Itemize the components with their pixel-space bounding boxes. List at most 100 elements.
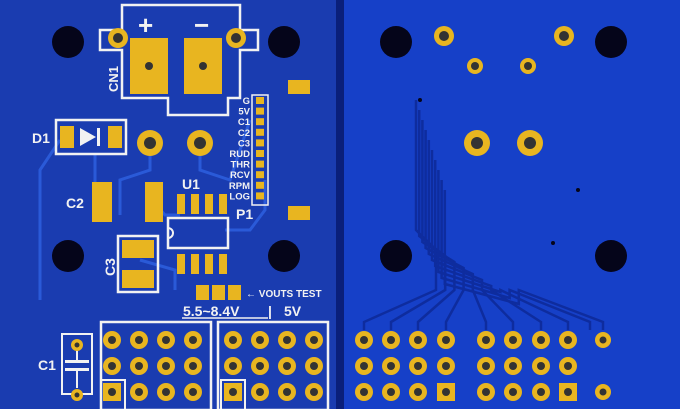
- header-pin-hole: [310, 388, 318, 396]
- ic-u1: [166, 194, 230, 274]
- diode-d1: [54, 118, 128, 156]
- p1-pin-label: RUD: [229, 149, 250, 160]
- d1-label: D1: [32, 130, 50, 146]
- back-pin-hole: [360, 362, 368, 370]
- voltage-5v-label: 5V: [284, 303, 302, 319]
- back-pin-hole: [537, 362, 545, 370]
- back-trace: [362, 100, 438, 330]
- p1-pad: [256, 107, 264, 115]
- p1-connector: [251, 94, 269, 206]
- header-pin-hole: [256, 388, 264, 396]
- back-pin-hole: [414, 388, 422, 396]
- p1-pad: [256, 160, 264, 168]
- p1-pads: [256, 97, 264, 200]
- back-pin-hole: [509, 336, 517, 344]
- p1-pad: [256, 139, 264, 147]
- header-pin-hole: [229, 336, 237, 344]
- header-pin-hole: [283, 362, 291, 370]
- cn1-label: CN1: [106, 66, 121, 92]
- p1-pad: [256, 192, 264, 200]
- back-traces: [362, 100, 605, 330]
- back-header-pins: [355, 331, 611, 401]
- back-pin-hole: [482, 362, 490, 370]
- back-pin-hole: [482, 336, 490, 344]
- back-pin-hole: [387, 388, 395, 396]
- header-pin-hole: [162, 388, 170, 396]
- pin1-marker-left: [100, 379, 126, 409]
- p1-pin-label: THR: [230, 160, 250, 171]
- back-pin-hole: [537, 388, 545, 396]
- p1-pad: [256, 181, 264, 189]
- back-pin-hole: [537, 336, 545, 344]
- header-pin-hole: [189, 336, 197, 344]
- c1-label: C1: [38, 357, 56, 373]
- back-pin-hole: [360, 336, 368, 344]
- capacitor-c3: [116, 234, 160, 294]
- header-pin-hole: [229, 388, 237, 396]
- back-pin-hole: [564, 336, 572, 344]
- p1-pin-label: LOG: [229, 191, 250, 202]
- header-pin-hole: [283, 336, 291, 344]
- back-pin-hole: [509, 388, 517, 396]
- voltage-divider: |: [268, 303, 272, 319]
- p1-pin-label: C2: [238, 128, 250, 139]
- c2-pad-left: [92, 182, 112, 222]
- c2-label: C2: [66, 195, 84, 211]
- back-pin-hole: [442, 336, 450, 344]
- back-pin-hole: [442, 362, 450, 370]
- p1-pin-label: 5V: [238, 107, 250, 118]
- front-header-pins: [100, 331, 323, 409]
- header-pin-hole: [189, 362, 197, 370]
- pin1-marker-right: [220, 379, 246, 409]
- p1-mount-pad-bottom: [288, 206, 310, 220]
- p1-pad: [256, 118, 264, 126]
- back-pin-hole: [360, 388, 368, 396]
- back-trace: [437, 170, 570, 330]
- p1-label: P1: [236, 206, 253, 222]
- p1-pin-label: G: [243, 96, 250, 107]
- header-pin-hole: [108, 362, 116, 370]
- header-pin-hole: [108, 336, 116, 344]
- header-pin-hole: [310, 336, 318, 344]
- back-trace: [443, 190, 605, 330]
- p1-pad: [256, 128, 264, 136]
- capacitor-c1: [61, 333, 93, 401]
- header-pin-hole: [310, 362, 318, 370]
- back-trace: [440, 180, 592, 330]
- header-box-left: [99, 320, 213, 409]
- back-vias: [418, 98, 580, 245]
- c2-pad-right: [145, 182, 163, 222]
- power-pins: [137, 130, 213, 156]
- header-pin-hole: [162, 362, 170, 370]
- p1-pad: [256, 97, 264, 104]
- header-pin-hole: [162, 336, 170, 344]
- back-pin-hole: [599, 336, 607, 344]
- header-pin-hole: [283, 388, 291, 396]
- p1-pad: [256, 150, 264, 157]
- cn1-plus-label: +: [138, 10, 153, 40]
- p1-pin-label: RCV: [230, 170, 251, 181]
- voltage-range-label: 5.5~8.4V: [183, 303, 240, 319]
- back-pin-hole: [442, 388, 450, 396]
- u1-label: U1: [182, 176, 200, 192]
- back-pin-hole: [599, 388, 607, 396]
- header-pin-hole: [135, 362, 143, 370]
- back-through-holes: [434, 26, 574, 156]
- p1-pin-label: C1: [238, 117, 251, 128]
- header-pin-hole: [229, 362, 237, 370]
- back-pin-hole: [414, 336, 422, 344]
- back-pin-hole: [482, 388, 490, 396]
- p1-pad: [256, 171, 264, 179]
- vouts-test-pads: [196, 285, 241, 300]
- cn1-outline: [98, 3, 260, 117]
- header-pin-hole: [256, 362, 264, 370]
- back-pin-hole: [564, 362, 572, 370]
- vouts-test-label: ← VOUTS TEST: [246, 289, 322, 300]
- header-pin-hole: [189, 388, 197, 396]
- header-pin-hole: [256, 336, 264, 344]
- header-pin-hole: [135, 336, 143, 344]
- mounting-holes-front: [52, 26, 300, 272]
- back-pin-hole: [387, 362, 395, 370]
